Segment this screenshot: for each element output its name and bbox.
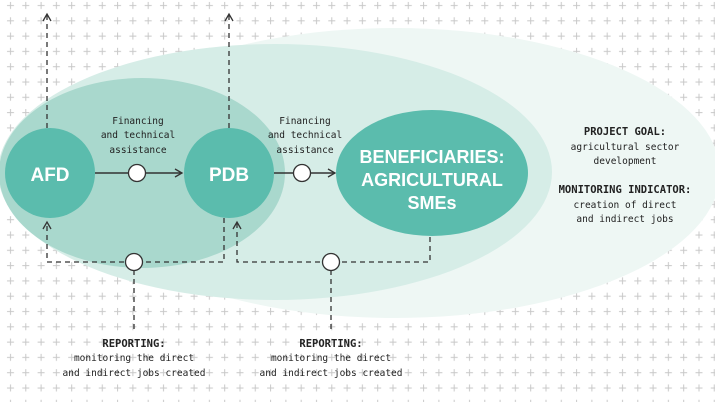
afd-node bbox=[5, 128, 95, 218]
reporting-text: and indirect jobs created bbox=[63, 368, 206, 379]
flow-dot bbox=[127, 163, 147, 183]
indicator-text: and indirect jobs bbox=[576, 214, 673, 225]
indicator-text: creation of direct bbox=[574, 200, 677, 211]
reporting-text: monitoring the direct bbox=[271, 353, 391, 364]
reporting-label-2: REPORTING: monitoring the direct and ind… bbox=[260, 338, 403, 379]
beneficiaries-label: BENEFICIARIES: AGRICULTURAL SMEs bbox=[359, 147, 504, 213]
afd-label: AFD bbox=[30, 165, 69, 186]
flow-text: Financing bbox=[279, 116, 330, 127]
flow-label-pdb-smes: Financing and technical assistance bbox=[268, 116, 342, 156]
pdb-node bbox=[184, 128, 274, 218]
reporting-title: REPORTING: bbox=[102, 338, 165, 350]
indicator-title: MONITORING INDICATOR: bbox=[559, 184, 692, 196]
reporting-title: REPORTING: bbox=[299, 338, 362, 350]
goal-title: PROJECT GOAL: bbox=[584, 126, 666, 138]
report-dot bbox=[321, 252, 341, 272]
goal-text: agricultural sector bbox=[571, 142, 680, 153]
reporting-text: and indirect jobs created bbox=[260, 368, 403, 379]
reporting-text: monitoring the direct bbox=[74, 353, 194, 364]
beneficiaries-node bbox=[336, 110, 528, 236]
pdb-label: PDB bbox=[209, 165, 249, 186]
monitoring-indicator: MONITORING INDICATOR: creation of direct… bbox=[559, 184, 692, 225]
flow-text: and technical bbox=[101, 130, 175, 141]
project-goal: PROJECT GOAL: agricultural sector develo… bbox=[571, 126, 680, 167]
pdb-to-afd-report bbox=[42, 218, 225, 263]
flow-text: assistance bbox=[109, 145, 166, 156]
reporting-label-1: REPORTING: monitoring the direct and ind… bbox=[63, 338, 206, 379]
beneficiaries-line: AGRICULTURAL bbox=[361, 170, 503, 190]
flow-text: assistance bbox=[276, 145, 333, 156]
beneficiaries-line: BENEFICIARIES: bbox=[359, 147, 504, 167]
beneficiaries-line: SMEs bbox=[407, 193, 456, 213]
goal-text: development bbox=[594, 156, 657, 167]
report-dot bbox=[124, 252, 144, 272]
flow-label-afd-pdb: Financing and technical assistance bbox=[101, 116, 175, 156]
flow-text: and technical bbox=[268, 130, 342, 141]
flow-dot bbox=[292, 163, 312, 183]
flow-text: Financing bbox=[112, 116, 163, 127]
